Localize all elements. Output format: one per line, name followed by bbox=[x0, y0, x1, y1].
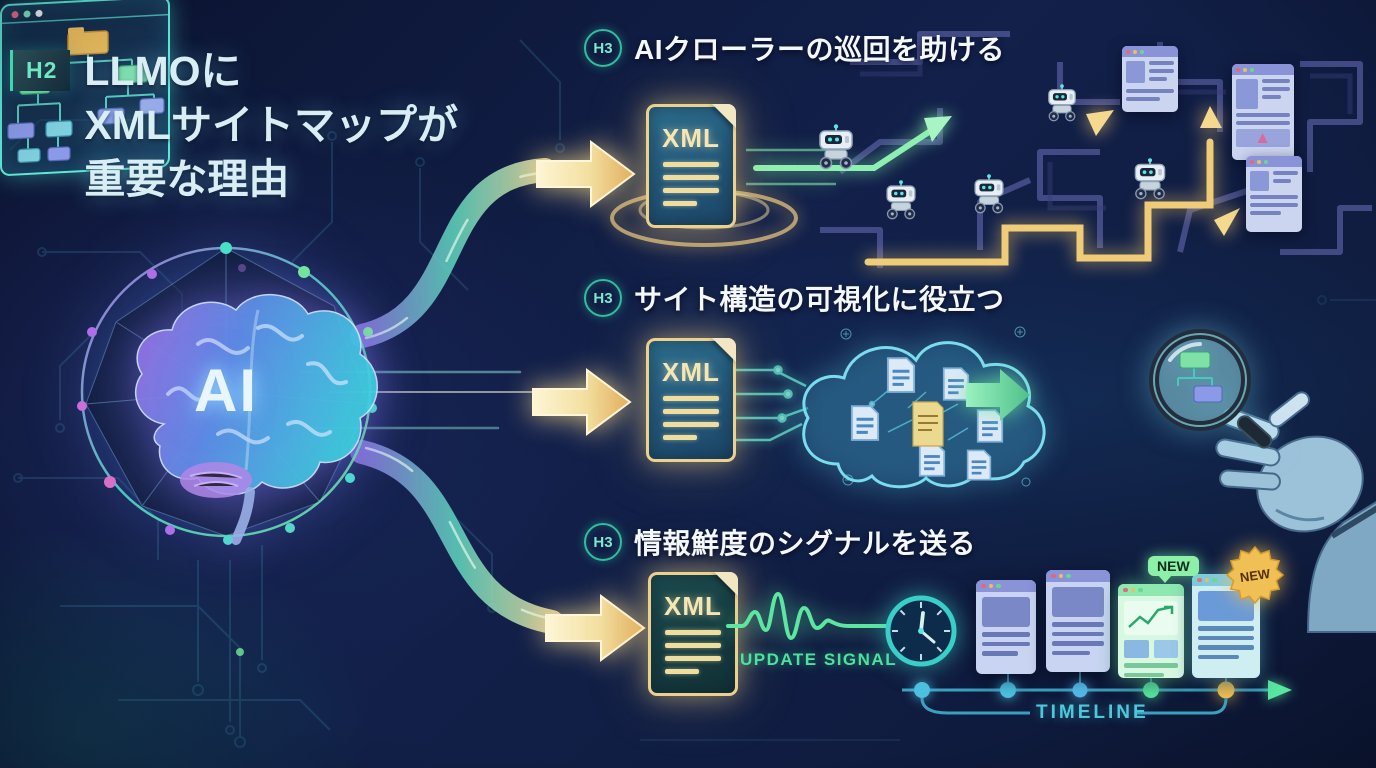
xml-document-icon-2: XML bbox=[646, 338, 736, 462]
title-line-2: XMLサイトマップが bbox=[84, 102, 458, 149]
green-arrow-icon bbox=[966, 369, 1030, 421]
timeline-graphic bbox=[902, 672, 1292, 715]
browser-window-icon-2 bbox=[1232, 64, 1294, 160]
cloud-sitemap-icon bbox=[734, 326, 1046, 489]
timeline-card-1 bbox=[976, 580, 1036, 674]
xml-label-3: XML bbox=[664, 591, 722, 621]
title-line-3: 重要な理由 bbox=[84, 156, 290, 203]
browser-window-icon-1 bbox=[1122, 46, 1178, 112]
site-structure-browser bbox=[0, 0, 170, 177]
page-title: LLMOに XMLサイトマップが 重要な理由 bbox=[84, 44, 458, 206]
section-2-heading: サイト構造の可視化に役立つ bbox=[634, 284, 1005, 315]
gold-arrow-icon-2 bbox=[532, 362, 632, 442]
xml-document-icon-3: XML bbox=[648, 572, 738, 696]
h2-badge: H2 bbox=[10, 50, 71, 91]
ai-label: AI bbox=[194, 357, 258, 424]
xml-label-1: XML bbox=[662, 123, 720, 153]
timeline-label: TIMELINE bbox=[1036, 702, 1149, 723]
growth-chart-icon bbox=[1124, 601, 1178, 635]
h3-badge-2: H3 bbox=[584, 279, 622, 317]
ai-brain-illustration: AI bbox=[76, 242, 378, 545]
section-1-header: H3 AIクローラーの巡回を助ける bbox=[584, 28, 1005, 68]
new-badge-bubble: NEW bbox=[1148, 556, 1199, 583]
browser-window-icon-3 bbox=[1246, 156, 1302, 232]
update-signal-label: UPDATE SIGNAL bbox=[740, 650, 898, 669]
section-3-heading: 情報鮮度のシグナルを送る bbox=[634, 528, 977, 559]
section-3-header: H3 情報鮮度のシグナルを送る bbox=[584, 522, 976, 562]
brain-network-icon bbox=[77, 242, 378, 545]
sitemap-tree-graphic bbox=[2, 9, 168, 163]
new-badge-burst: NEW bbox=[1225, 545, 1285, 605]
clock-icon bbox=[885, 595, 957, 667]
section-1-heading: AIクローラーの巡回を助ける bbox=[634, 34, 1006, 65]
title-block: H2 LLMOに XMLサイトマップが 重要な理由 bbox=[10, 44, 458, 206]
maze-graphic bbox=[746, 31, 1372, 268]
svg-text:NEW: NEW bbox=[1239, 566, 1272, 585]
title-line-1: LLMOに bbox=[84, 48, 242, 94]
waveform-icon bbox=[726, 591, 888, 641]
timeline-card-2 bbox=[1046, 570, 1110, 672]
magnifier-icon bbox=[1149, 329, 1273, 449]
gold-arrow-icon-1 bbox=[536, 134, 636, 214]
timeline-card-3-updated bbox=[1118, 584, 1184, 678]
h3-badge-3: H3 bbox=[584, 523, 622, 561]
section-2-header: H3 サイト構造の可視化に役立つ bbox=[584, 278, 1005, 318]
xml-document-icon-1: XML bbox=[646, 104, 736, 228]
h3-badge-1: H3 bbox=[584, 29, 622, 67]
xml-label-2: XML bbox=[662, 357, 720, 387]
gold-arrow-icon-3 bbox=[544, 588, 648, 668]
